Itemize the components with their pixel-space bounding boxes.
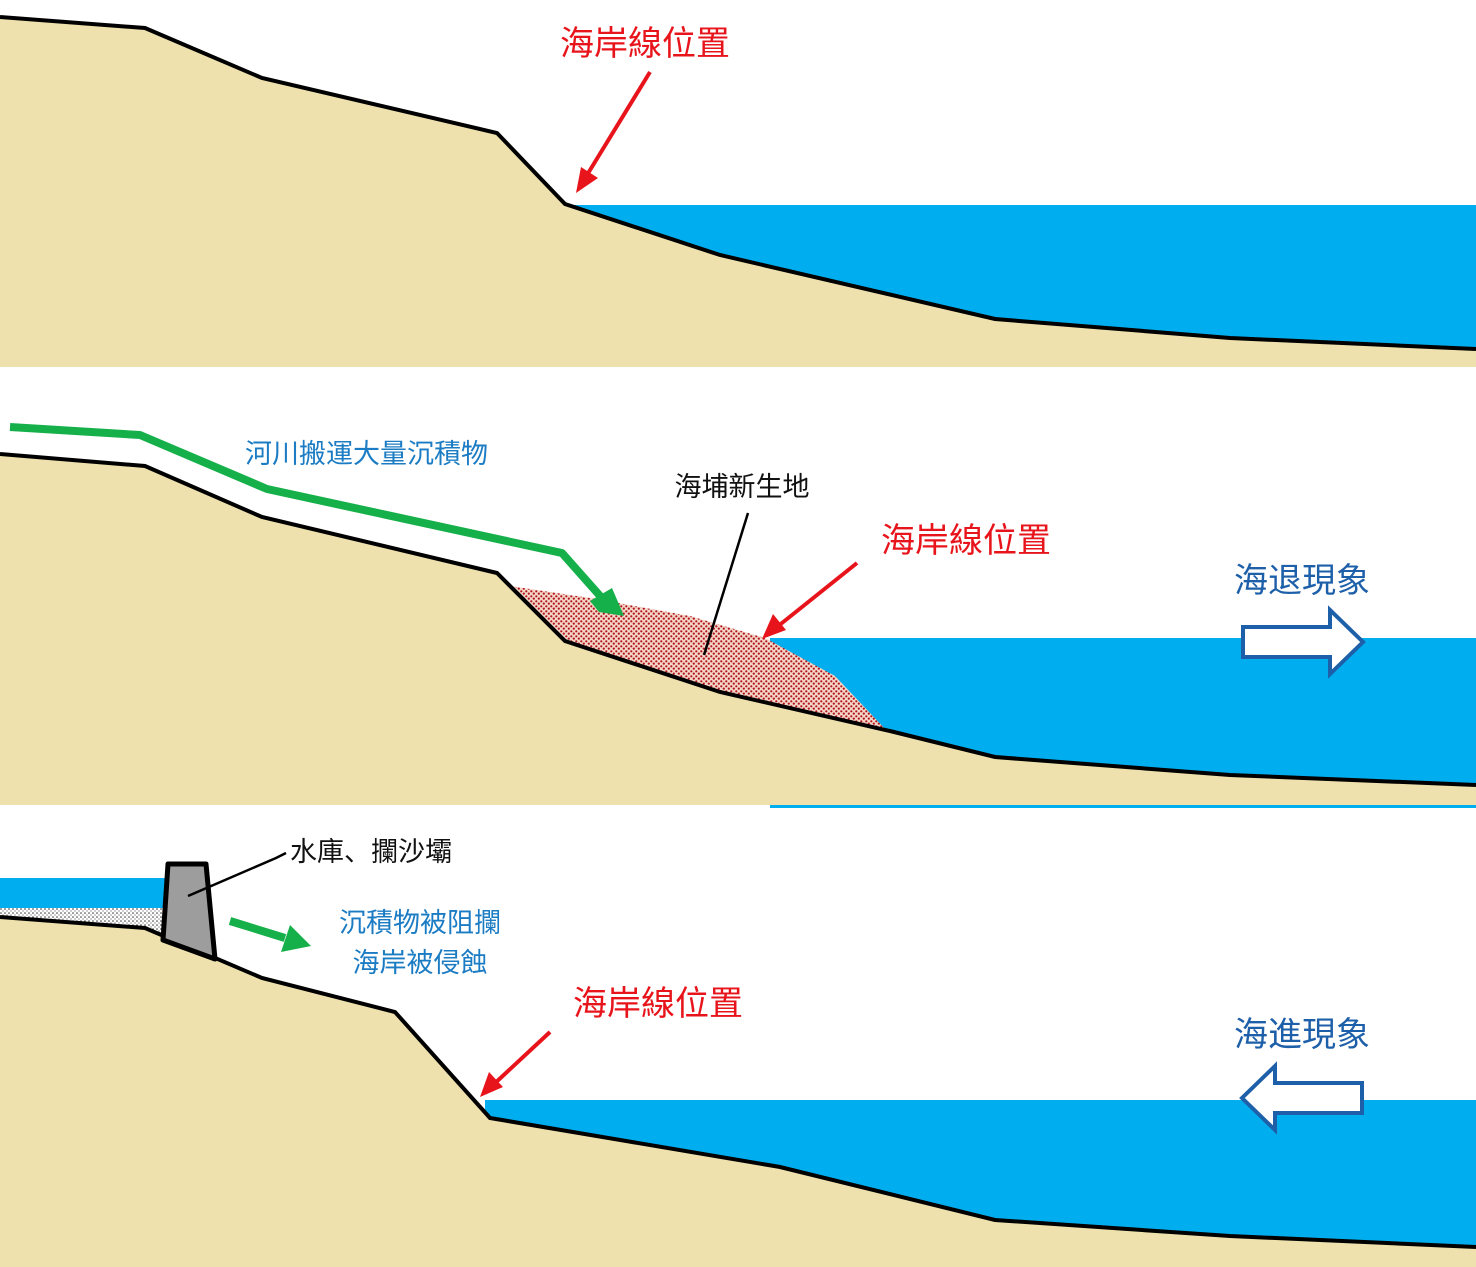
- transgression-label: 海進現象: [1234, 1015, 1370, 1055]
- shoreline-arrow: [762, 561, 859, 639]
- blocked-label-line2: 海岸被侵蝕: [353, 948, 488, 979]
- dam-icon: [160, 861, 218, 962]
- reclaimed-land-label: 海埔新生地: [675, 472, 810, 503]
- shoreline-label: 海岸線位置: [573, 984, 743, 1024]
- shoreline-arrow: [480, 1030, 552, 1097]
- left-arrow-icon: [1239, 1061, 1364, 1135]
- reclaimed-land-leader: [702, 512, 750, 656]
- shoreline-arrow: [576, 70, 652, 193]
- shoreline-label: 海岸線位置: [560, 24, 730, 64]
- ground-line: [0, 15, 1476, 351]
- sediment-blocked-arrow: [228, 917, 311, 952]
- sediment-label: 河川搬運大量沉積物: [245, 439, 488, 470]
- ground-line: [0, 452, 1476, 787]
- land-profile: [0, 917, 1476, 1267]
- land-profile: [0, 454, 1476, 805]
- shoreline-label: 海岸線位置: [881, 521, 1051, 561]
- reservoir-water: [0, 878, 170, 910]
- blocked-label-line1: 沉積物被阻攔: [339, 908, 501, 939]
- panel-middle: 河川搬運大量沉積物 海埔新生地 海岸線位置 海退現象: [0, 423, 1476, 808]
- reclaimed-land: [510, 586, 887, 731]
- dam-leader: [187, 851, 287, 898]
- panel-top: 海岸線位置: [0, 15, 1476, 367]
- dam-label: 水庫、攔沙壩: [290, 837, 452, 868]
- sediment-flow-arrow: [9, 423, 624, 616]
- panel-bottom: 水庫、攔沙壩 沉積物被阻攔 海岸被侵蝕 海岸線位置 海進現象: [0, 837, 1476, 1267]
- regression-label: 海退現象: [1234, 561, 1370, 601]
- right-arrow-icon: [1241, 605, 1366, 679]
